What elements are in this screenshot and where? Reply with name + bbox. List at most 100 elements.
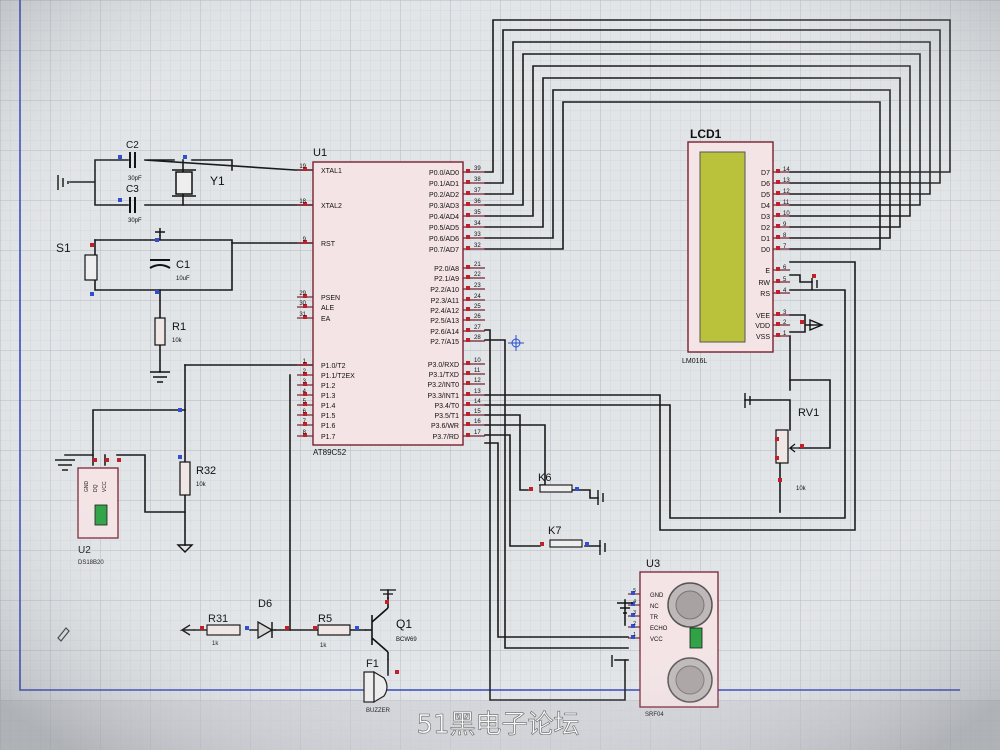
u1-pin-name: EA (321, 316, 331, 323)
pin-marker (776, 202, 780, 206)
u1-pin-name: P2.0/A8 (434, 266, 459, 273)
s1-ref: S1 (56, 241, 71, 255)
u1-pin-name: XTAL1 (321, 168, 342, 175)
pin-marker (776, 322, 780, 326)
pin-marker (466, 381, 470, 385)
lcd-pin-name: D1 (761, 236, 770, 243)
u3-pin-name: ECHO (650, 626, 668, 632)
u1-pin-name: P3.3/INT1 (427, 393, 459, 400)
lcd-pin-name: D4 (761, 203, 770, 210)
pin-marker (776, 279, 780, 283)
u1-pin-name: P0.1/AD1 (429, 181, 459, 188)
pin-marker (105, 458, 109, 462)
u2-part: DS18B20 (78, 560, 104, 566)
pin-marker (466, 224, 470, 228)
u1-pin-name: P2.4/A12 (430, 308, 459, 315)
pin-marker (466, 275, 470, 279)
pin-marker (776, 333, 780, 337)
u1-pin-name: P0.4/AD4 (429, 214, 459, 221)
c3-value: 30pF (128, 218, 142, 224)
pin-marker (466, 371, 470, 375)
pin-marker (466, 328, 470, 332)
lcd-pin-name: VSS (756, 334, 770, 341)
lcd-pin-name: D7 (761, 170, 770, 177)
pin-marker (800, 444, 804, 448)
u1-ref: U1 (313, 147, 327, 159)
pin-marker (183, 155, 187, 159)
u2-pin-dq: DQ (93, 484, 99, 492)
u1-pin-num: 37 (474, 188, 481, 194)
pin-marker (155, 290, 159, 294)
u1-pin-num: 26 (474, 314, 481, 320)
lcd-pin-name: D2 (761, 225, 770, 232)
pin-marker (313, 626, 317, 630)
pin-marker (245, 626, 249, 630)
c3-ref: C3 (126, 184, 139, 195)
pin-marker (466, 412, 470, 416)
k7-ref: K7 (548, 525, 561, 537)
u1-mcu-chip[interactable]: 19XTAL118XTAL29RST29PSEN30ALE31EA1P1.0/T… (297, 147, 485, 457)
u1-pin-name: P0.6/AD6 (429, 236, 459, 243)
pin-marker (90, 243, 94, 247)
pin-marker (540, 542, 544, 546)
u1-part: AT89C52 (313, 448, 347, 457)
u1-pin-num: 21 (474, 262, 481, 268)
q1-part: BCW69 (396, 637, 417, 643)
pin-marker (117, 458, 121, 462)
pin-marker (118, 155, 122, 159)
u1-pin-name: P1.6 (321, 423, 336, 430)
u3-pin-name: NC (650, 604, 659, 610)
u1-pin-name: P0.0/AD0 (429, 170, 459, 177)
u1-pin-num: 33 (474, 232, 481, 238)
lcd-part: LM016L (682, 358, 707, 365)
pin-marker (200, 626, 204, 630)
q1-ref: Q1 (396, 617, 412, 631)
u3-pin-num: 2 (633, 621, 636, 627)
u1-pin-num: 32 (474, 243, 481, 249)
lcd-pin-name: D6 (761, 181, 770, 188)
u1-pin-num: 11 (474, 368, 481, 374)
pin-marker (466, 202, 470, 206)
pin-marker (466, 191, 470, 195)
u1-pin-num: 22 (474, 272, 481, 278)
u1-pin-num: 35 (474, 210, 481, 216)
forum-watermark: 51黑电子论坛 (416, 710, 579, 740)
c1-value: 10uF (176, 276, 190, 282)
pin-marker (466, 286, 470, 290)
u1-pin-name: P3.7/RD (433, 434, 459, 441)
r1-ref: R1 (172, 321, 186, 333)
lcd-pin-name: E (765, 268, 770, 275)
pin-marker (466, 317, 470, 321)
lcd-pin-name: D5 (761, 192, 770, 199)
lcd-pin-num: 11 (783, 200, 790, 206)
pin-marker (155, 238, 159, 242)
pin-marker (776, 235, 780, 239)
r32-value: 10k (196, 482, 207, 488)
k6-ref: K6 (538, 472, 551, 484)
pin-marker (775, 456, 779, 460)
lcd-pin-num: 13 (783, 178, 790, 184)
u1-pin-name: P1.7 (321, 434, 336, 441)
u1-pin-name: P0.2/AD2 (429, 192, 459, 199)
lcd-pin-name: VEE (756, 313, 770, 320)
pin-marker (466, 213, 470, 217)
lcd-pin-name: RS (760, 291, 770, 298)
u1-pin-num: 31 (299, 312, 306, 318)
u1-pin-num: 30 (299, 301, 306, 307)
pin-marker (466, 297, 470, 301)
pin-marker (466, 422, 470, 426)
u1-pin-num: 15 (474, 409, 481, 415)
pin-marker (466, 246, 470, 250)
u3-part: SRF04 (645, 712, 664, 718)
lcd-ref: LCD1 (690, 127, 722, 141)
u1-pin-name: P2.2/A10 (430, 287, 459, 294)
u1-pin-name: PSEN (321, 295, 340, 302)
u3-pin-name: GND (650, 593, 664, 599)
r1-value: 10k (172, 338, 183, 344)
u1-pin-num: 27 (474, 325, 481, 331)
lcd-pin-name: VDD (755, 323, 770, 330)
u1-pin-num: 25 (474, 304, 481, 310)
u1-pin-num: 12 (474, 378, 481, 384)
u1-pin-name: P0.3/AD3 (429, 203, 459, 210)
